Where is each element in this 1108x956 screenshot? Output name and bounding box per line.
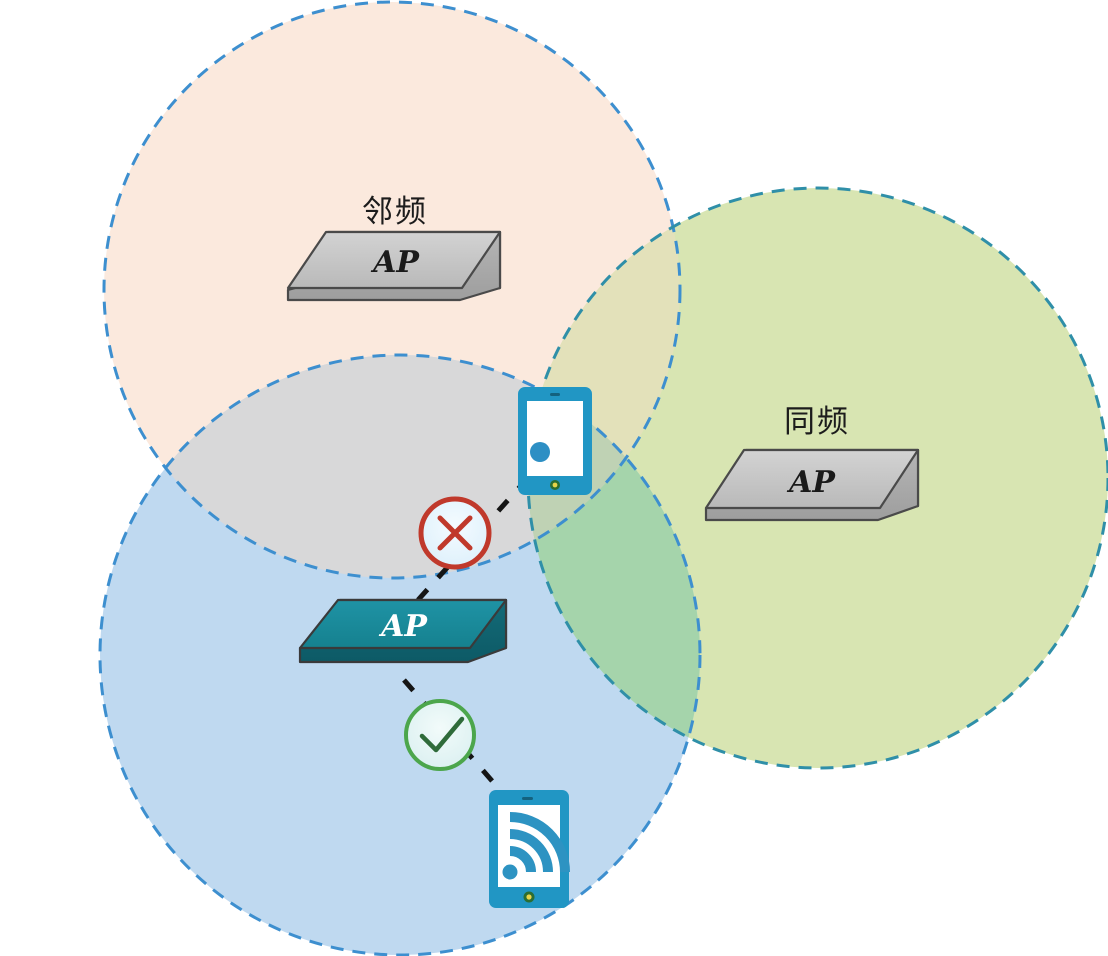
ap-device-co-channel[interactable]: AP [704, 448, 920, 522]
wifi-full-icon [502, 812, 570, 880]
ap-device-main[interactable]: AP [298, 598, 508, 664]
overlap-adjacent-co [528, 188, 680, 578]
ap-device-adjacent-channel[interactable]: AP [286, 230, 502, 302]
label-adjacent-channel: 邻频 [362, 194, 428, 230]
overlap-triple [528, 355, 680, 578]
weak-signal-dot-icon [530, 442, 550, 462]
tablet-blocked[interactable] [518, 387, 592, 495]
ap-label-adjacent: AP [370, 245, 420, 280]
tablet-connected[interactable] [489, 790, 570, 908]
label-co-channel: 同频 [784, 404, 850, 440]
ap-label-co: AP [786, 465, 836, 500]
coverage-border-adjacent-channel [102, 0, 682, 580]
status-marker-blocked[interactable] [418, 496, 492, 570]
status-marker-ok[interactable] [404, 699, 476, 771]
coverage-border-main-ap [98, 353, 702, 956]
ap-label-main: AP [378, 609, 428, 644]
